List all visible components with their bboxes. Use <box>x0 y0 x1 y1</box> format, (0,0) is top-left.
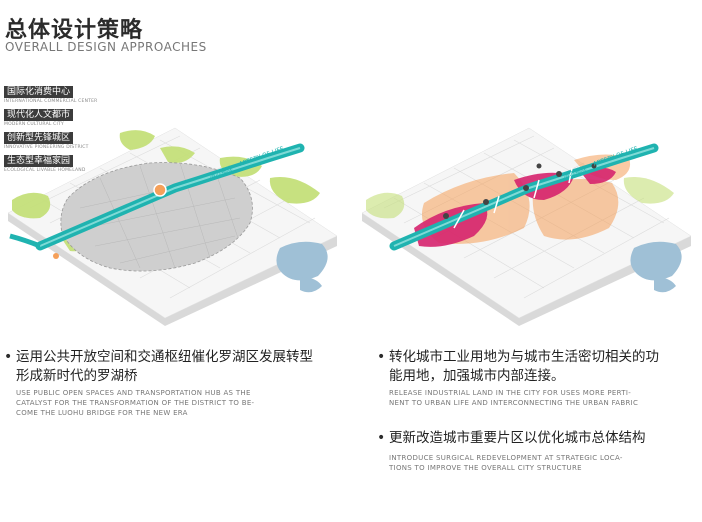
legend-item-innovative: 创新型先锋城区 INNOVATIVE PIONEERING DISTRICT <box>4 125 97 150</box>
point-3-desc-line2: TIONS TO IMPROVE THE OVERALL CITY STRUCT… <box>389 464 582 472</box>
point-2-title-line2: 能用地，加强城市内部连接。 <box>389 368 565 384</box>
point-3-desc-line1: INTRODUCE SURGICAL REDEVELOPMENT AT STRA… <box>389 454 623 462</box>
point-3-title: 更新改造城市重要片区以优化城市总体结构 <box>389 430 646 446</box>
legend-label-cn: 创新型先锋城区 <box>4 132 74 144</box>
legend-label-en: INTERNATIONAL COMMERCIAL CENTER <box>4 99 98 104</box>
left-axonometric-map: 活力轴线 ARTERY OF LIFE <box>7 127 338 326</box>
point-2-desc-line2: NENT TO URBAN LIFE AND INTERCONNECTING T… <box>389 399 639 407</box>
legend: 国际化消费中心 INTERNATIONAL COMMERCIAL CENTER … <box>4 79 98 173</box>
right-axonometric-map: 活力轴线 ARTERY OF LIFE <box>361 127 692 326</box>
legend-label-en: MODERN CULTURAL CITY <box>4 122 64 127</box>
point-1-desc-line2: CATALYST FOR THE TRANSFORMATION OF THE D… <box>16 399 255 407</box>
bullet-point: • <box>4 349 13 365</box>
bullet-point: • <box>377 349 386 365</box>
page-subtitle: OVERALL DESIGN APPROACHES <box>5 40 207 54</box>
legend-label-en: ECOLOGICAL LIVABLE HOMELAND <box>4 168 86 173</box>
bullet-point: • <box>377 430 386 446</box>
legend-item-ecological: 生态型幸福家园 ECOLOGICAL LIVABLE HOMELAND <box>4 148 97 173</box>
point-1-desc-line3: COME THE LUOHU BRIDGE FOR THE NEW ERA <box>16 409 188 417</box>
point-1-desc-line1: USE PUBLIC OPEN SPACES AND TRANSPORTATIO… <box>16 389 251 397</box>
point-1-title-line2: 形成新时代的罗湖桥 <box>16 368 138 384</box>
point-2-desc-line1: RELEASE INDUSTRIAL LAND IN THE CITY FOR … <box>389 389 632 397</box>
legend-label-cn: 现代化人文都市 <box>4 109 74 121</box>
point-1-title-line1: 运用公共开放空间和交通枢纽催化罗湖区发展转型 <box>16 349 313 365</box>
legend-item-commercial: 国际化消费中心 INTERNATIONAL COMMERCIAL CENTER <box>4 79 98 104</box>
point-2-title-line1: 转化城市工业用地为与城市生活密切相关的功 <box>389 349 659 365</box>
legend-item-cultural: 现代化人文都市 MODERN CULTURAL CITY <box>4 102 97 127</box>
legend-label-en: INNOVATIVE PIONEERING DISTRICT <box>4 145 89 150</box>
legend-label-cn: 生态型幸福家园 <box>4 155 74 167</box>
page-title: 总体设计策略 <box>5 18 144 43</box>
legend-label-cn: 国际化消费中心 <box>4 86 74 98</box>
